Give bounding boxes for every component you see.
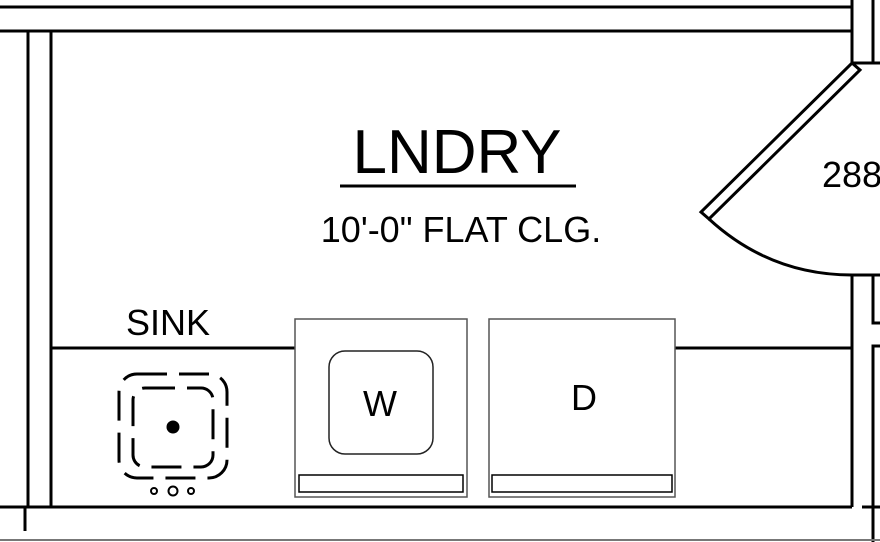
- sink-label: SINK: [126, 302, 210, 343]
- washer: [294, 318, 468, 498]
- washer-label: W: [363, 383, 397, 424]
- washer-lid: [328, 350, 434, 455]
- washer-control-panel: [298, 474, 464, 493]
- dryer-label: D: [571, 377, 597, 418]
- faucet-handle-left: [150, 487, 158, 495]
- sink-rim: [117, 372, 229, 480]
- right-wall-lower-outer: [871, 275, 880, 325]
- adjacent-room-number: 288: [822, 154, 880, 195]
- ceiling-note: 10'-0" FLAT CLG.: [321, 209, 601, 250]
- room-name: LNDRY: [352, 118, 561, 187]
- faucet-handle-right: [187, 487, 195, 495]
- right-wall-corridor: [871, 344, 880, 542]
- door-swing-arc: [707, 217, 853, 277]
- sink: [117, 372, 229, 497]
- dryer: [488, 318, 676, 498]
- dryer-body: [488, 318, 676, 498]
- door[interactable]: [698, 60, 863, 277]
- dryer-control-panel: [491, 474, 673, 493]
- door-leaf[interactable]: [698, 60, 863, 222]
- sink-basin: [131, 386, 215, 469]
- drain-icon: [166, 420, 180, 434]
- faucet-spout: [167, 485, 179, 497]
